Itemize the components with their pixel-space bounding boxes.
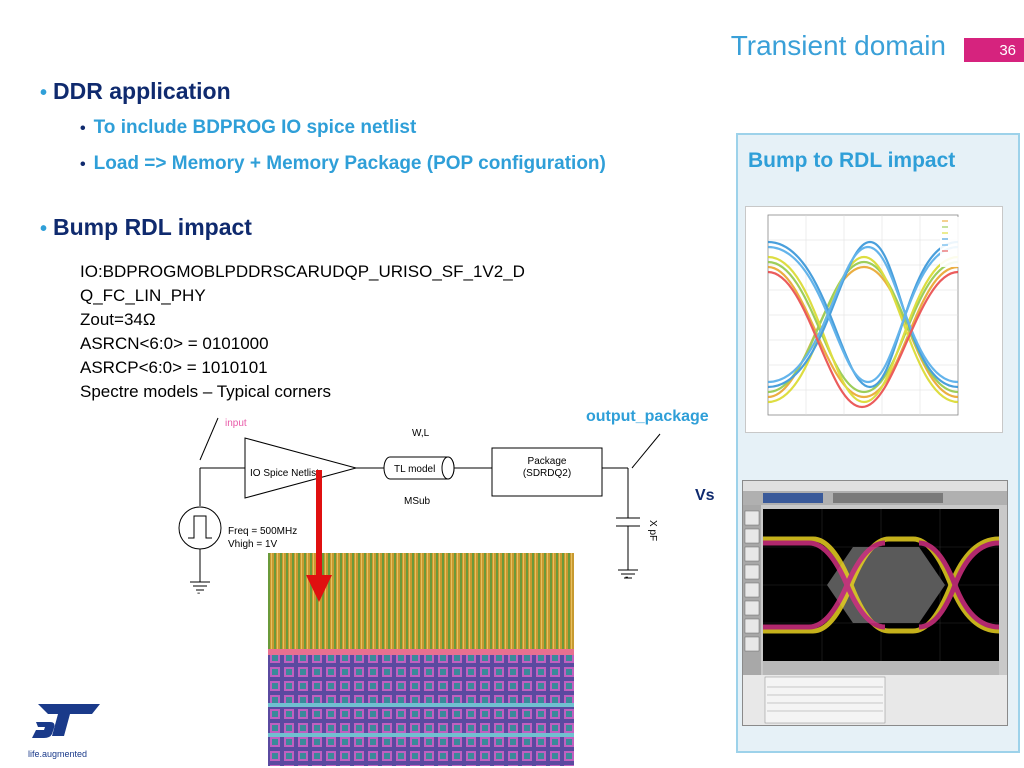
input-pointer-line (199, 417, 219, 461)
bullet-dot-icon: • (80, 156, 86, 173)
config-line: Zout=34Ω (80, 310, 156, 329)
bullet-bump-rdl: • Bump RDL impact (40, 214, 252, 241)
ground-minus-right: - (625, 572, 628, 583)
pulse-source (178, 506, 222, 550)
package-box (491, 447, 603, 497)
scope-svg (743, 481, 1007, 725)
tl-model-label: TL model (394, 464, 435, 475)
buffer-label: IO Spice Netlist (250, 468, 319, 479)
input-label: input (225, 418, 247, 429)
package-label-line2: (SDRDQ2) (523, 468, 571, 479)
config-line: ASRCN<6:0> = 0101000 (80, 334, 269, 353)
vs-label: Vs (695, 487, 715, 504)
page-number: 36 (999, 41, 1016, 59)
output-package-label: output_package (586, 408, 709, 425)
bullet-ddr-application: • DDR application (40, 78, 231, 105)
bullet-dot-icon: • (40, 82, 48, 104)
config-line: IO:BDPROGMOBLPDDRSCARUDQP_URISO_SF_1V2_D (80, 262, 525, 281)
st-logo: life.augmented (28, 700, 108, 760)
io-config-block: IO:BDPROGMOBLPDDRSCARUDQP_URISO_SF_1V2_D… (80, 260, 525, 404)
simulated-eye-diagram (745, 206, 1003, 433)
freq-label: Freq = 500MHz (228, 526, 297, 537)
bullet-dot-icon: • (40, 218, 48, 240)
ground-minus-left: - (197, 588, 200, 599)
bullet-spice-text: To include BDPROG IO spice netlist (93, 117, 417, 138)
bullet-load-text: Load => Memory + Memory Package (POP con… (93, 153, 606, 174)
eye-plot-svg (767, 214, 998, 416)
slide-title: Transient domain (730, 30, 946, 61)
package-label-line1: Package (528, 456, 567, 467)
msub-label: MSub (404, 496, 431, 507)
vhigh-label: Vhigh = 1V (228, 539, 278, 550)
bullet-load: • Load => Memory + Memory Package (POP c… (80, 153, 606, 175)
bullet-spice-netlist: • To include BDPROG IO spice netlist (80, 117, 416, 139)
page-number-badge: 36 (964, 38, 1024, 62)
oscilloscope-measurement (742, 480, 1008, 726)
bullet-bump-text: Bump RDL impact (53, 214, 252, 240)
wl-label: W,L (412, 428, 430, 439)
config-line: Spectre models – Typical corners (80, 382, 332, 401)
red-down-arrow-icon (306, 470, 332, 602)
st-logo-icon (32, 704, 100, 738)
config-line: Q_FC_LIN_PHY (80, 286, 206, 305)
bullet-dot-icon: • (80, 120, 86, 137)
output-pointer-line (631, 433, 661, 469)
config-line: ASRCP<6:0> = 1010101 (80, 358, 268, 377)
panel-title: Bump to RDL impact (748, 149, 956, 172)
logo-tagline: life.augmented (28, 749, 88, 759)
bullet-ddr-text: DDR application (53, 78, 231, 104)
circuit-schematic: input IO Spice Netlist TL model W,L MSub… (178, 417, 661, 599)
buffer-triangle (244, 437, 358, 499)
cap-label: X pF (647, 520, 658, 541)
